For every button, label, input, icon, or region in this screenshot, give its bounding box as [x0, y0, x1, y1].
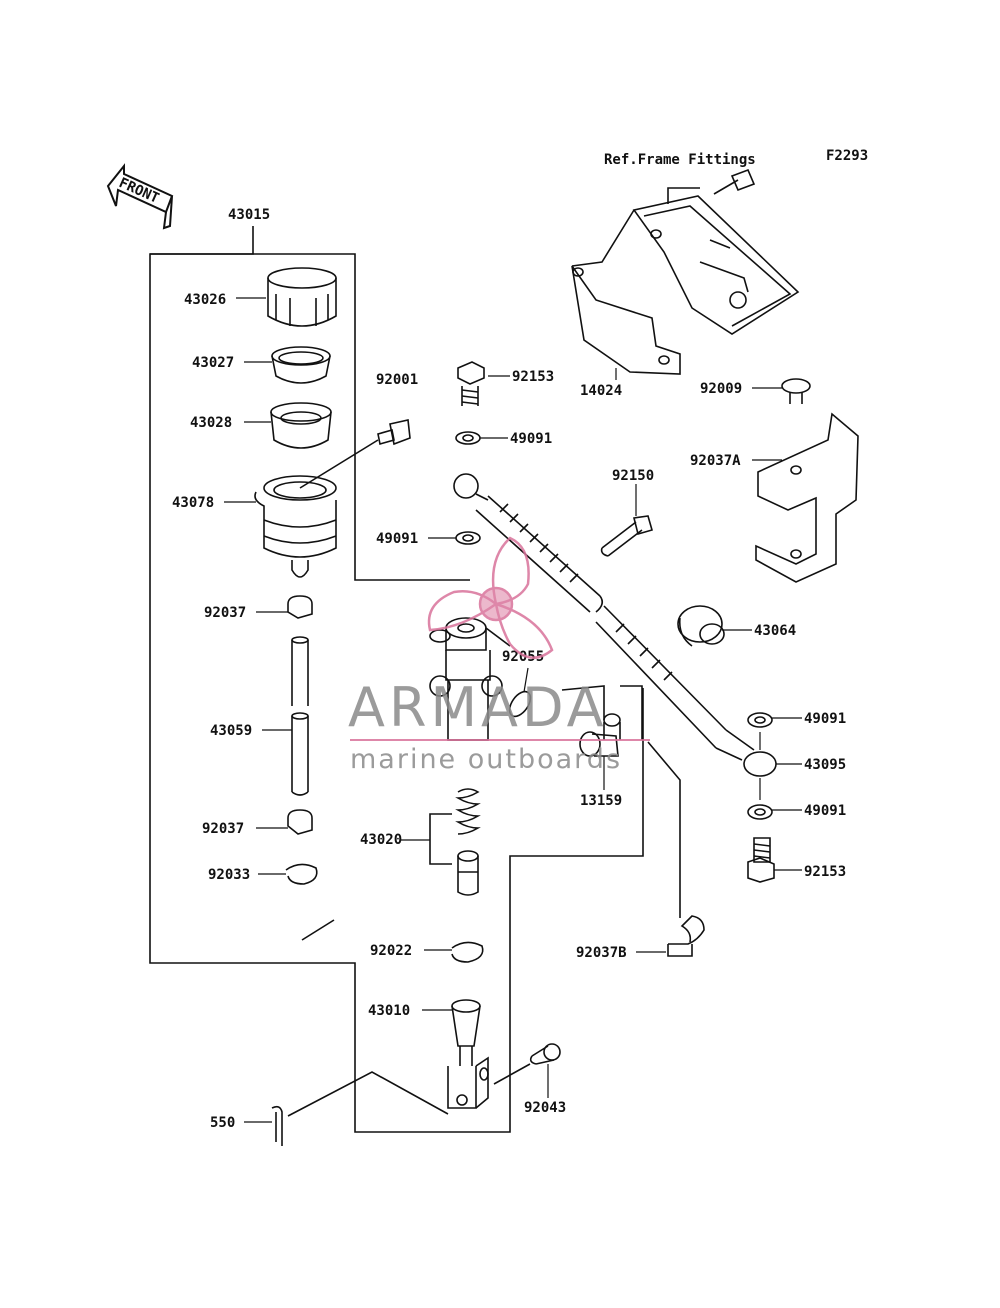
copper-washer [747, 712, 773, 728]
part-label-49091: 49091 [376, 531, 418, 547]
circlip [285, 863, 318, 885]
part-label-550: 550 [210, 1115, 235, 1131]
part-label-49091: 49091 [804, 711, 846, 727]
hose-bracket [755, 412, 859, 583]
part-label-92037B: 92037B [576, 945, 627, 961]
banjo-bolt [457, 361, 485, 406]
part-label-92153: 92153 [512, 369, 554, 385]
part-label-43010: 43010 [368, 1003, 410, 1019]
copper-washer [455, 531, 481, 545]
part-label-49091: 49091 [510, 431, 552, 447]
part-label-43027: 43027 [192, 355, 234, 371]
hose-clamp-b [668, 915, 705, 945]
part-label-43095: 43095 [804, 757, 846, 773]
part-label-92037A: 92037A [690, 453, 741, 469]
clevis-pin [493, 1043, 561, 1085]
cotter-pin [271, 1071, 449, 1146]
part-label-43078: 43078 [172, 495, 214, 511]
frame-bolt [713, 168, 756, 195]
hose-clamp [287, 595, 313, 619]
watermark: ARMADA marine outboards [348, 536, 650, 775]
reservoir-hose [291, 636, 309, 796]
part-label-43020: 43020 [360, 832, 402, 848]
screw [781, 378, 811, 404]
part-label-49091: 49091 [804, 803, 846, 819]
part-label-92153: 92153 [804, 864, 846, 880]
copper-washer [455, 431, 481, 445]
piston-spring [455, 788, 481, 896]
part-label-92022: 92022 [370, 943, 412, 959]
part-label-43059: 43059 [210, 723, 252, 739]
copper-washer [747, 804, 773, 820]
part-label-43026: 43026 [184, 292, 226, 308]
mounting-bolt [600, 515, 653, 557]
reservoir-cap [267, 267, 337, 327]
front-arrow-icon [106, 163, 174, 230]
push-rod [447, 999, 489, 1109]
reservoir-bolt [299, 419, 411, 489]
banjo-bolt [747, 837, 775, 883]
grommet [677, 605, 725, 647]
part-label-43015: 43015 [228, 207, 270, 223]
cylinder-cover [571, 195, 800, 375]
ref-frame-fittings-note: Ref.Frame Fittings [604, 152, 756, 168]
part-label-43028: 43028 [190, 415, 232, 431]
diaphragm-plate [270, 402, 332, 449]
reservoir [254, 475, 337, 578]
diaphragm [271, 346, 331, 384]
part-label-14024: 14024 [580, 383, 622, 399]
part-label-92037: 92037 [202, 821, 244, 837]
part-label-92001: 92001 [376, 372, 418, 388]
part-label-13159: 13159 [580, 793, 622, 809]
part-label-43064: 43064 [754, 623, 796, 639]
o-ring [508, 690, 532, 718]
part-label-92033: 92033 [208, 867, 250, 883]
part-label-92009: 92009 [700, 381, 742, 397]
watermark-tagline: marine outboards [350, 744, 622, 775]
part-label-92043: 92043 [524, 1100, 566, 1116]
part-label-92037: 92037 [204, 605, 246, 621]
hose-clamp [287, 809, 313, 835]
propeller-logo-icon [427, 536, 554, 659]
part-label-92055: 92055 [502, 649, 544, 665]
figure-code: F2293 [826, 148, 868, 164]
part-label-92150: 92150 [612, 468, 654, 484]
circlip [451, 941, 484, 963]
hose-fitting [561, 685, 621, 757]
brake-hose [453, 473, 777, 777]
watermark-brand: ARMADA [348, 676, 608, 739]
